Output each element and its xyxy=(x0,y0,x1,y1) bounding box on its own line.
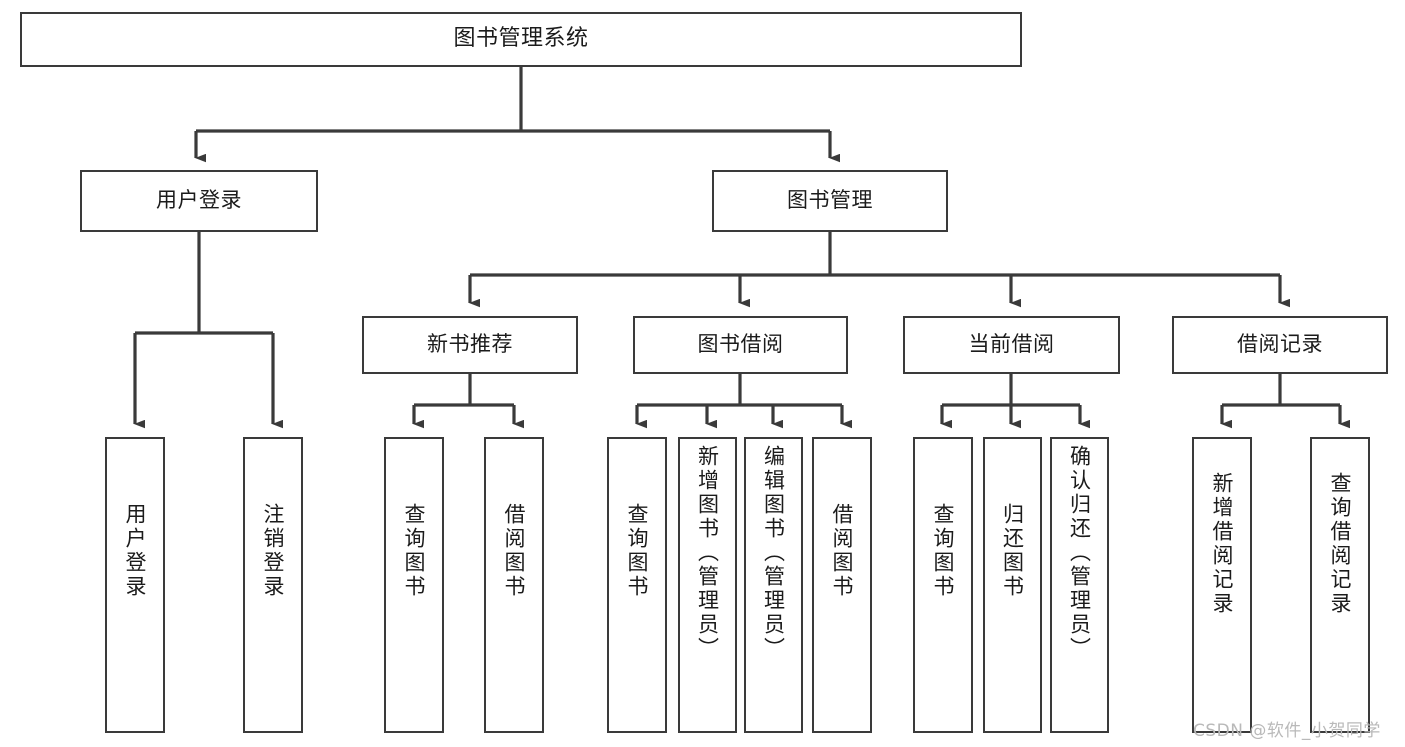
node-label: 当前借阅 xyxy=(968,332,1055,357)
node-label: 查询借阅记录 xyxy=(1328,472,1353,616)
node-label: 借阅图书 xyxy=(830,503,855,599)
leaf-confirm-return[interactable]: 确认归还（管理员） xyxy=(1050,437,1109,733)
node-label: 新增图书（管理员） xyxy=(695,445,720,661)
node-label: 注销登录 xyxy=(261,503,286,599)
node-label: 归还图书 xyxy=(1000,503,1025,599)
node-label: 图书借阅 xyxy=(697,332,784,357)
node-label: 查询图书 xyxy=(402,503,427,599)
csdn-watermark: CSDN @软件_小贺同学 xyxy=(1193,721,1381,741)
leaf-user-login[interactable]: 用户登录 xyxy=(105,437,165,733)
node-label: 用户登录 xyxy=(156,188,242,213)
node-label: 图书管理 xyxy=(787,188,873,213)
node-label: 确认归还（管理员） xyxy=(1067,445,1092,661)
node-label: 编辑图书（管理员） xyxy=(761,445,786,661)
node-book-manage[interactable]: 图书管理 xyxy=(712,170,948,232)
leaf-add-book[interactable]: 新增图书（管理员） xyxy=(678,437,737,733)
node-label: 查询图书 xyxy=(625,503,650,599)
node-current-borrow[interactable]: 当前借阅 xyxy=(903,316,1120,374)
node-new-book-recommend[interactable]: 新书推荐 xyxy=(362,316,578,374)
node-label: 借阅图书 xyxy=(502,503,527,599)
leaf-borrow-book-borrow[interactable]: 借阅图书 xyxy=(812,437,872,733)
leaf-edit-book[interactable]: 编辑图书（管理员） xyxy=(744,437,803,733)
leaf-query-book-recommend[interactable]: 查询图书 xyxy=(384,437,444,733)
node-borrow-record[interactable]: 借阅记录 xyxy=(1172,316,1388,374)
leaf-user-logout[interactable]: 注销登录 xyxy=(243,437,303,733)
node-label: 借阅记录 xyxy=(1237,332,1323,357)
leaf-query-book-current[interactable]: 查询图书 xyxy=(913,437,973,733)
leaf-return-book[interactable]: 归还图书 xyxy=(983,437,1042,733)
node-label: 新增借阅记录 xyxy=(1210,472,1235,616)
node-label: 新书推荐 xyxy=(427,332,513,357)
node-label: 查询图书 xyxy=(931,503,956,599)
leaf-query-book-borrow[interactable]: 查询图书 xyxy=(607,437,667,733)
node-book-borrow[interactable]: 图书借阅 xyxy=(633,316,848,374)
node-label: 用户登录 xyxy=(123,503,148,599)
node-root-system[interactable]: 图书管理系统 xyxy=(20,12,1022,67)
leaf-query-borrow-record[interactable]: 查询借阅记录 xyxy=(1310,437,1370,733)
node-user-login[interactable]: 用户登录 xyxy=(80,170,318,232)
leaf-borrow-book-recommend[interactable]: 借阅图书 xyxy=(484,437,544,733)
leaf-add-borrow-record[interactable]: 新增借阅记录 xyxy=(1192,437,1252,733)
node-label: 图书管理系统 xyxy=(453,26,589,52)
